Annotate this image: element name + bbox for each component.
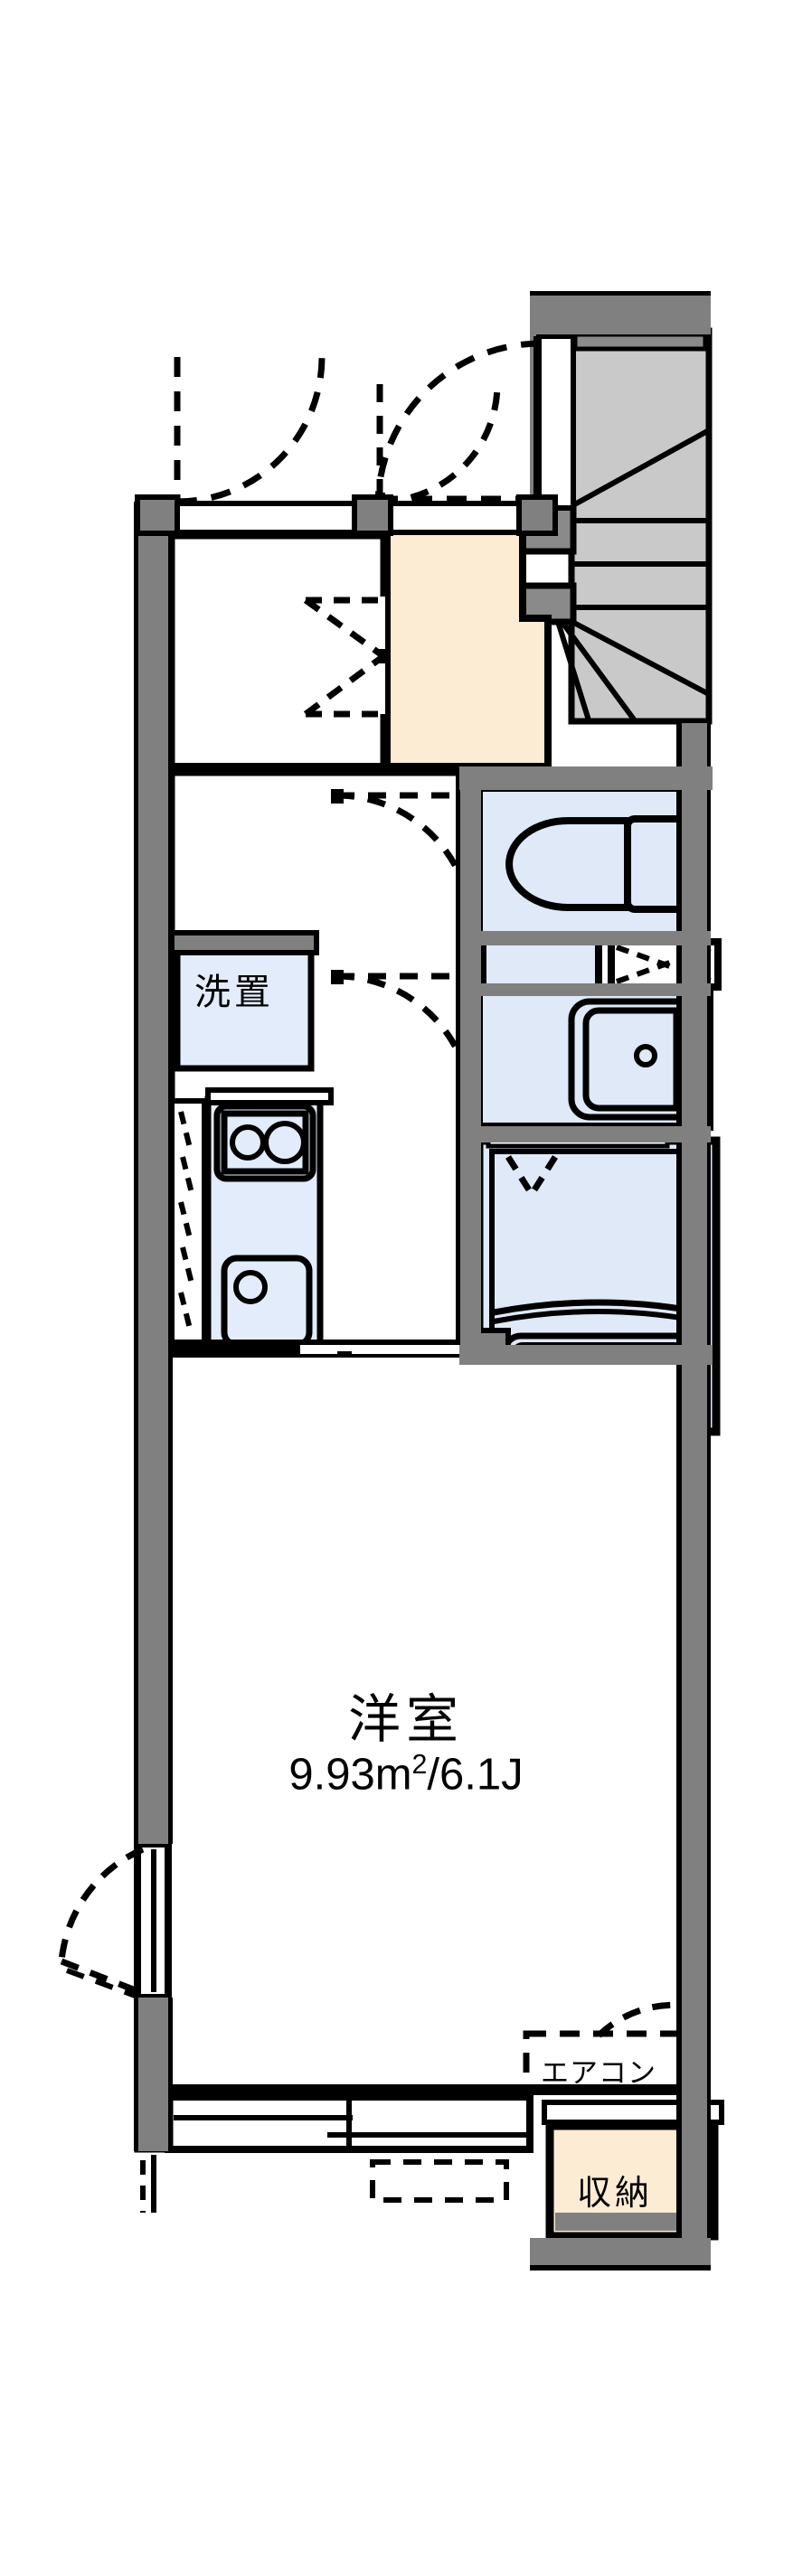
room-area-tail: /6.1J bbox=[427, 1750, 524, 1800]
western-room bbox=[168, 1358, 680, 2095]
right-outer-wall bbox=[530, 298, 711, 2270]
washer-space-label: 洗置 bbox=[194, 973, 274, 1012]
room-area-label: 9.93m2/6.1J bbox=[0, 1749, 812, 1800]
genkan-entry bbox=[383, 526, 552, 770]
kitchen-unit bbox=[169, 1087, 334, 1349]
square-superscript: 2 bbox=[411, 1749, 428, 1780]
left-outer-wall bbox=[134, 502, 173, 2151]
washroom bbox=[457, 989, 713, 1131]
stairwell bbox=[517, 327, 713, 725]
washroom-door-swing[interactable] bbox=[331, 970, 476, 1113]
top-wall-caps bbox=[135, 291, 711, 536]
toilet-bowl-icon bbox=[505, 817, 631, 911]
sanitary-door-swing[interactable] bbox=[331, 789, 476, 932]
wet-block-walls bbox=[456, 766, 713, 1365]
entrance-door[interactable] bbox=[374, 336, 542, 509]
left-window[interactable] bbox=[58, 1840, 172, 2002]
kitchen-sink-icon bbox=[221, 1255, 313, 1349]
toilet-tank-icon bbox=[624, 815, 684, 913]
main-room-door[interactable] bbox=[337, 1351, 470, 1484]
folding-door-genkan[interactable] bbox=[298, 597, 391, 718]
closet-label: 収納 bbox=[577, 2175, 654, 2213]
aircon-label: エアコン bbox=[541, 2057, 656, 2089]
page-title: 洋室 bbox=[347, 1690, 464, 1749]
washer-space bbox=[169, 930, 319, 1072]
upper-door-swings bbox=[165, 356, 525, 535]
room-area-value: 9.93m bbox=[288, 1750, 412, 1800]
